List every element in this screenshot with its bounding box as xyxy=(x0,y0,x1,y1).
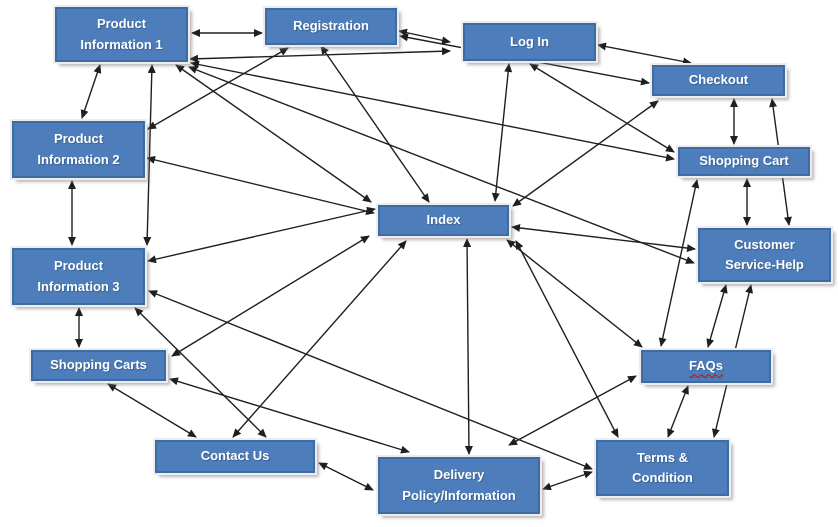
node-terms-condition[interactable]: Terms & Condition xyxy=(596,440,729,496)
arrow-checkout--index xyxy=(512,100,659,207)
node-index-label: Index xyxy=(426,212,461,228)
arrow-contact-us--shopping-carts xyxy=(107,383,197,438)
node-product-information-2-label: Information 2 xyxy=(37,151,120,167)
node-delivery-policy-information-label: Delivery xyxy=(433,467,485,483)
node-log-in-label: Log In xyxy=(510,33,549,49)
node-contact-us[interactable]: Contact Us xyxy=(155,440,315,473)
node-product-information-1-label: Information 1 xyxy=(80,36,163,52)
node-product-information-1-label: Product xyxy=(96,16,147,32)
arrow-product-information-2--registration xyxy=(147,47,289,130)
node-shopping-cart-label: Shopping Cart xyxy=(699,153,789,169)
node-shopping-carts[interactable]: Shopping Carts xyxy=(31,350,166,381)
node-index[interactable]: Index xyxy=(378,205,509,236)
node-shopping-cart[interactable]: Shopping Cart xyxy=(678,147,810,176)
node-terms-condition-label: Terms & xyxy=(636,449,689,465)
arrow-product-information-2--index xyxy=(146,155,375,216)
node-faqs[interactable]: FAQs xyxy=(641,350,771,383)
node-faqs-label: FAQs xyxy=(689,358,723,374)
node-checkout[interactable]: Checkout xyxy=(652,65,785,96)
node-terms-condition-label: Condition xyxy=(632,470,693,485)
node-shopping-carts-label: Shopping Carts xyxy=(50,357,147,373)
arrow-registration--index xyxy=(320,45,430,203)
node-customer-service-help-label: Service-Help xyxy=(725,257,804,272)
node-product-information-3-label: Information 3 xyxy=(37,278,120,294)
node-delivery-policy-information-label: Policy/Information xyxy=(402,487,516,503)
arrow-shopping-carts--index xyxy=(171,235,370,357)
arrow-faqs--terms-condition xyxy=(667,385,689,438)
arrow-terms-condition--index xyxy=(515,240,619,438)
node-checkout-label: Checkout xyxy=(688,72,749,88)
arrow-customer-service-help--index xyxy=(511,223,696,253)
arrow-log-in--checkout xyxy=(597,42,692,66)
node-log-in[interactable]: Log In xyxy=(463,23,596,61)
arrow-delivery-policy-information--contact-us xyxy=(318,462,374,491)
node-contact-us-label: Contact Us xyxy=(200,448,270,464)
arrow-product-information-1--product-information-2 xyxy=(80,64,102,119)
node-product-information-3-label: Product xyxy=(53,258,104,274)
node-customer-service-help-label: Customer xyxy=(734,236,795,252)
node-product-information-2-label: Product xyxy=(53,131,104,147)
arrow-terms-condition--delivery-policy-information xyxy=(542,470,593,491)
arrow-shopping-cart--faqs xyxy=(658,179,700,347)
node-registration-label: Registration xyxy=(293,18,369,34)
arrow-delivery-policy-information--index xyxy=(463,238,473,455)
node-registration[interactable]: Registration xyxy=(265,8,397,45)
arrow-log-in--index xyxy=(491,63,513,202)
